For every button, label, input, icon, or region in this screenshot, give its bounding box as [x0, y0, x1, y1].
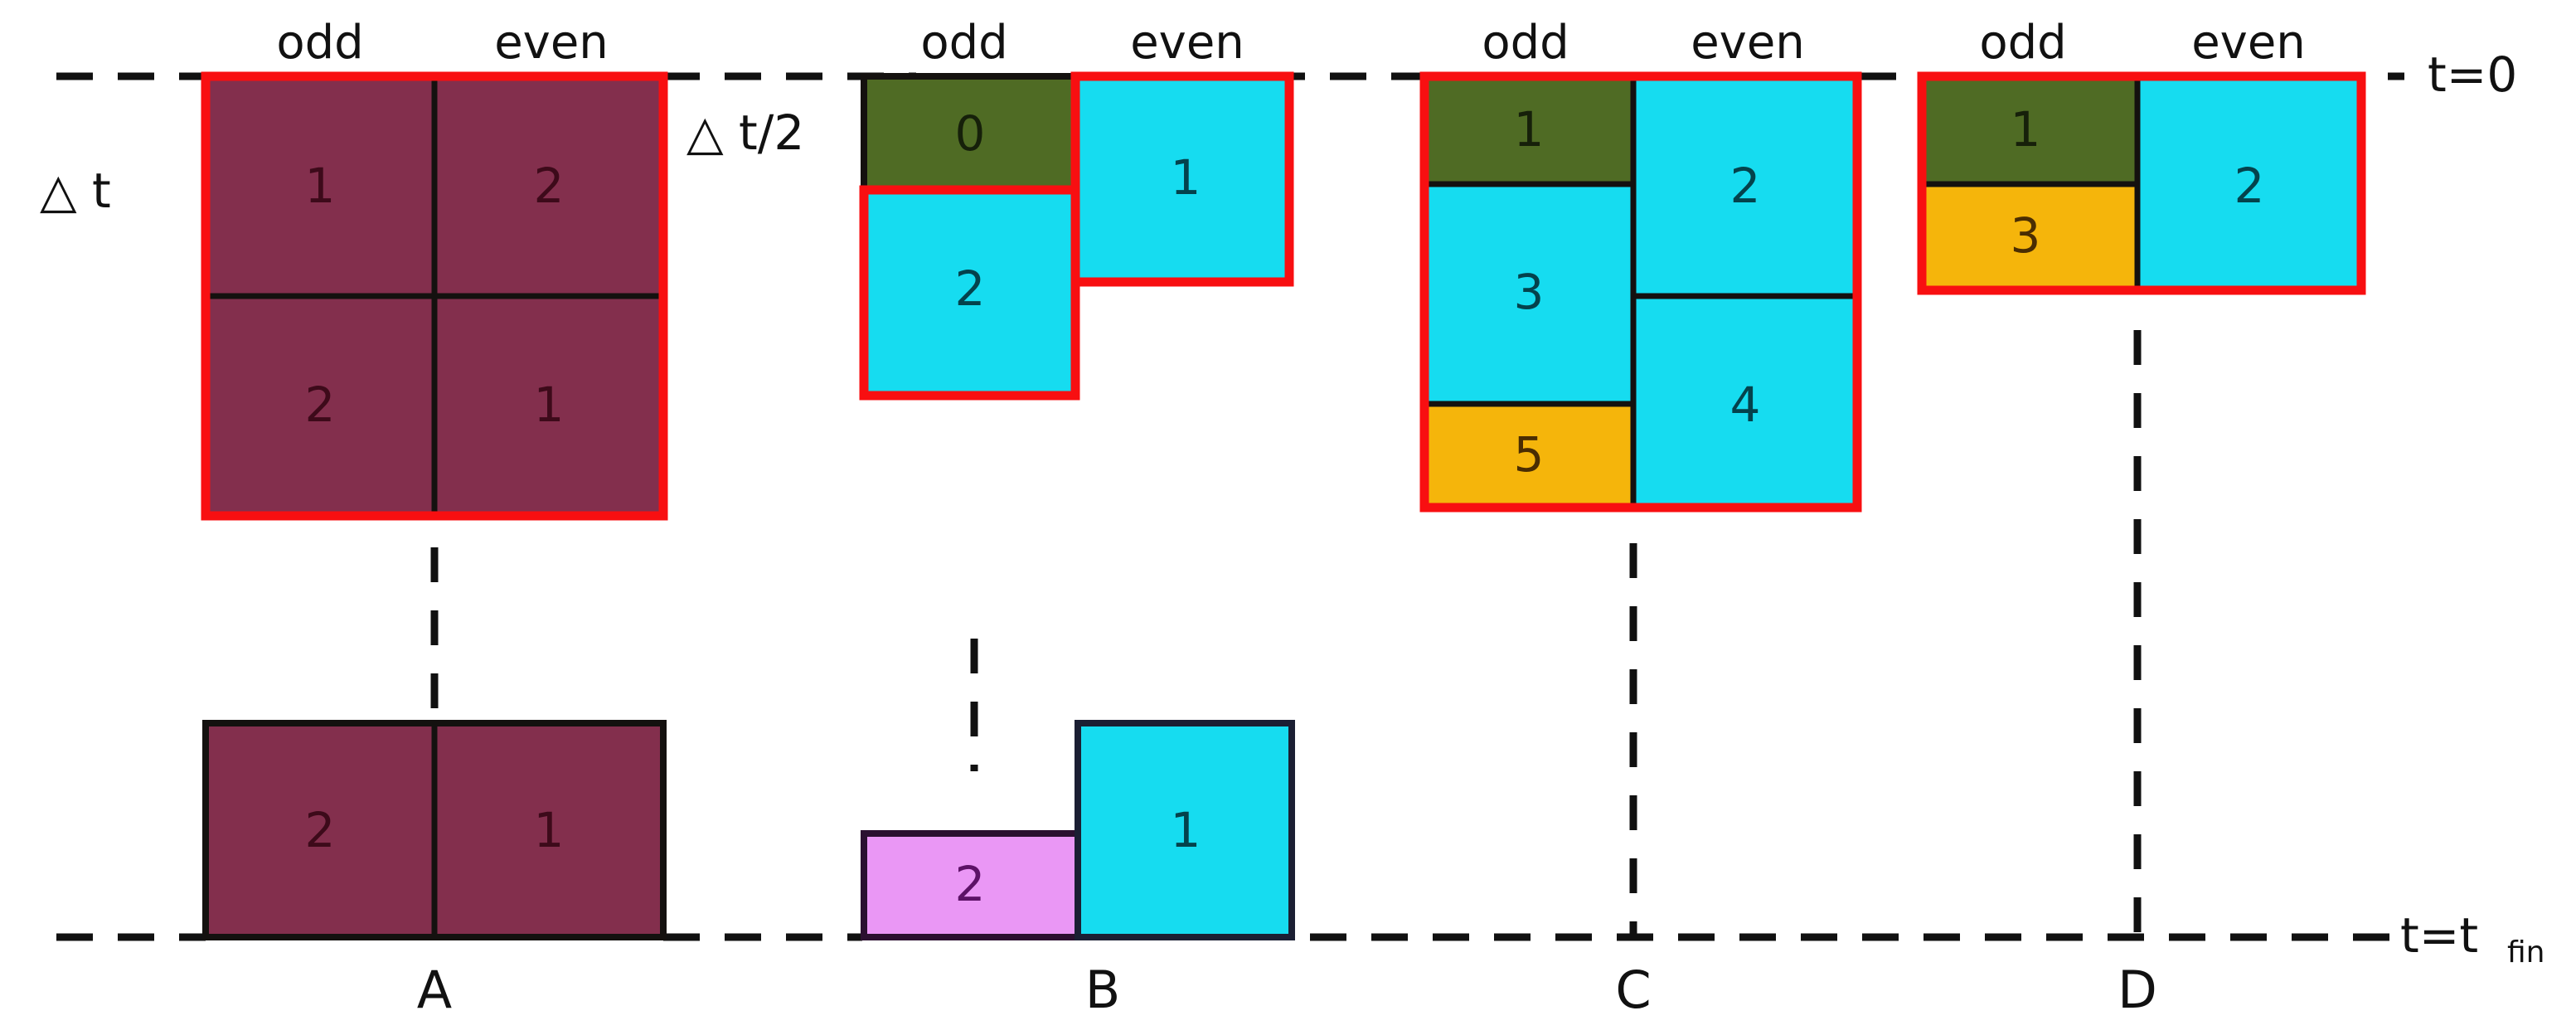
block-d-value-odd-1: 1 [2011, 101, 2041, 158]
block-b-bottom-value-even: 1 [1171, 802, 1201, 858]
block-a-bottom-cell-odd[interactable] [206, 723, 434, 937]
block-c-value-even-2: 2 [1730, 158, 1761, 214]
block-c-header-odd: odd [1482, 16, 1569, 70]
block-c-top: 1 3 5 2 4 odd even [1419, 16, 1862, 513]
block-b-cell-odd-0[interactable] [864, 76, 1075, 190]
block-a-bottom: 2 1 [202, 720, 667, 940]
block-label-c: C [1615, 960, 1651, 1020]
delta-t-label: △ t [40, 163, 111, 219]
block-d-value-odd-3: 3 [2011, 207, 2041, 264]
block-c-value-odd-1: 1 [1514, 101, 1545, 158]
block-label-b: B [1085, 960, 1121, 1020]
block-label-a: A [417, 960, 452, 1020]
block-a-bottom-cell-even[interactable] [434, 723, 663, 937]
block-a-bottom-value-even: 1 [534, 802, 565, 858]
block-a-cell-even-top[interactable] [434, 76, 663, 296]
block-b-bottom: 2 1 [861, 720, 1295, 940]
axis-label-tfin-main: t=t [2400, 907, 2478, 964]
block-a-value-odd-bottom: 2 [305, 377, 336, 433]
block-c-cell-odd-1[interactable] [1424, 76, 1633, 184]
axis-label-t0: t=0 [2428, 46, 2517, 103]
block-d-red-outline [1917, 71, 2366, 295]
block-b-cell-odd-2-outline [859, 185, 1080, 401]
block-a-value-odd-top: 1 [305, 158, 336, 214]
block-b-value-odd-0: 0 [955, 105, 986, 162]
block-d-cell-odd-3[interactable] [1922, 184, 2137, 290]
block-a-header-even: even [494, 16, 609, 70]
block-d-cell-odd-1[interactable] [1922, 76, 2137, 184]
block-c-value-odd-3: 3 [1514, 264, 1545, 320]
block-a-bottom-outline [202, 720, 667, 940]
block-c-cell-even-2[interactable] [1633, 76, 1857, 296]
block-b-bottom-cell-even-outline [1075, 720, 1295, 940]
block-c-value-even-4: 4 [1730, 377, 1761, 433]
block-a-value-even-top: 2 [534, 158, 565, 214]
block-a-cell-even-bottom[interactable] [434, 296, 663, 516]
block-b-bottom-cell-even-1[interactable] [1078, 723, 1292, 937]
block-d-header-odd: odd [1979, 16, 2066, 70]
block-d-value-even-2: 2 [2234, 158, 2265, 214]
axis-label-tfin-subscript: fin [2507, 935, 2545, 969]
block-a-cell-odd-bottom[interactable] [206, 296, 434, 516]
block-a-header-odd: odd [276, 16, 363, 70]
block-d-header-even: even [2191, 16, 2306, 70]
block-b-cell-even-1-outline [1070, 71, 1294, 287]
block-b-top: 0 2 1 odd even [859, 16, 1294, 401]
block-b-value-even-1: 1 [1171, 149, 1201, 206]
block-a-cell-odd-top[interactable] [206, 76, 434, 296]
block-a-red-outline [201, 71, 668, 521]
block-label-d: D [2118, 960, 2157, 1020]
block-c-header-even: even [1691, 16, 1805, 70]
block-c-cell-even-4[interactable] [1633, 296, 1857, 508]
block-b-header-even: even [1130, 16, 1244, 70]
block-b-cell-even-1[interactable] [1075, 76, 1289, 282]
block-b-cell-odd-2[interactable] [864, 190, 1075, 396]
block-a-value-even-bottom: 1 [534, 377, 565, 433]
block-c-cell-odd-5[interactable] [1424, 404, 1633, 508]
block-c-red-outline [1419, 71, 1862, 513]
block-b-header-odd: odd [920, 16, 1007, 70]
block-d-top: 1 3 2 odd even [1917, 16, 2366, 295]
block-c-cell-odd-3[interactable] [1424, 184, 1633, 404]
block-b-value-odd-2: 2 [955, 260, 986, 317]
block-a-bottom-value-odd: 2 [305, 802, 336, 858]
block-c-value-odd-5: 5 [1514, 426, 1545, 483]
block-a-top: 1 2 2 1 odd even [201, 16, 668, 521]
block-b-bottom-value-odd: 2 [955, 856, 986, 912]
block-d-cell-even-2[interactable] [2137, 76, 2361, 290]
block-b-bottom-cell-odd-2[interactable] [864, 833, 1078, 937]
delta-t-half-label: △ t/2 [686, 104, 804, 161]
axis-label-tfin-group: t=t fin [2400, 907, 2545, 969]
